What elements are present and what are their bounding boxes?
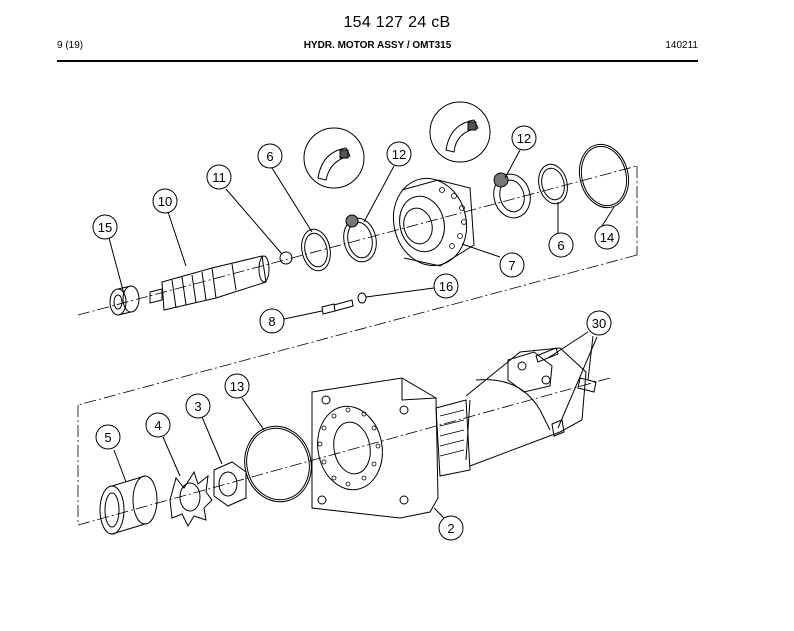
sheet-date: 140211 [665,40,698,51]
bolts-30 [535,347,597,437]
needle-bearing-15 [109,285,140,316]
seal-detail-inset-left [303,127,365,189]
svg-text:8: 8 [268,314,275,329]
svg-text:10: 10 [158,194,172,209]
seal-detail-inset-right [429,101,491,163]
flange-housing-2 [311,377,439,519]
lock-washer-4 [169,470,213,528]
sheet-title: HYDR. MOTOR ASSY / OMT315 [303,40,452,51]
svg-text:14: 14 [600,230,614,245]
svg-text:15: 15 [98,220,112,235]
hydraulic-motor-body [435,347,587,477]
svg-text:4: 4 [154,418,161,433]
ball-11 [279,251,293,265]
needle-bearing-5 [99,475,158,535]
screw-8 [321,299,354,315]
o-ring-14 [578,143,630,209]
svg-text:16: 16 [439,279,453,294]
callout-11: 11 [206,164,232,190]
callout-12-right: 12 [511,125,537,151]
callout-30: 30 [586,310,612,336]
callout-4: 4 [145,412,171,438]
callout-13: 13 [224,373,250,399]
callout-5: 5 [95,424,121,450]
valve-housing-7 [392,177,475,267]
svg-text:11: 11 [212,170,226,185]
callout-15: 15 [92,214,118,240]
drive-shaft-10 [149,255,270,311]
callout-3: 3 [185,393,211,419]
callout-8: 8 [259,308,285,334]
retaining-ring-6-right [538,163,568,205]
svg-text:6: 6 [266,149,273,164]
page-count: 9 (19) [57,40,84,51]
callout-14: 14 [594,224,620,250]
svg-text:12: 12 [517,131,531,146]
header-row: 9 (19) HYDR. MOTOR ASSY / OMT315 140211 [57,40,698,54]
svg-text:6: 6 [557,238,564,253]
callout-10: 10 [152,188,178,214]
svg-text:13: 13 [230,379,244,394]
leader-lines [108,149,615,520]
washer-16 [357,292,367,304]
svg-text:12: 12 [392,147,406,162]
callout-12-left: 12 [386,141,412,167]
document-number: 154 127 24 cB [343,14,451,31]
callout-6-right: 6 [548,232,574,258]
svg-text:7: 7 [508,258,515,273]
svg-text:3: 3 [194,399,201,414]
seal-ring-12-left [343,214,377,263]
nut-3 [213,461,247,507]
svg-text:2: 2 [447,521,454,536]
callout-6-left: 6 [257,143,283,169]
o-ring-13 [244,425,312,503]
seal-ring-12-right [493,172,531,219]
svg-text:30: 30 [592,316,606,331]
callout-16: 16 [433,273,459,299]
callout-2: 2 [438,515,464,541]
retaining-ring-6-left [301,228,331,272]
callout-7: 7 [499,252,525,278]
svg-text:5: 5 [104,430,111,445]
header-rule [57,60,698,62]
